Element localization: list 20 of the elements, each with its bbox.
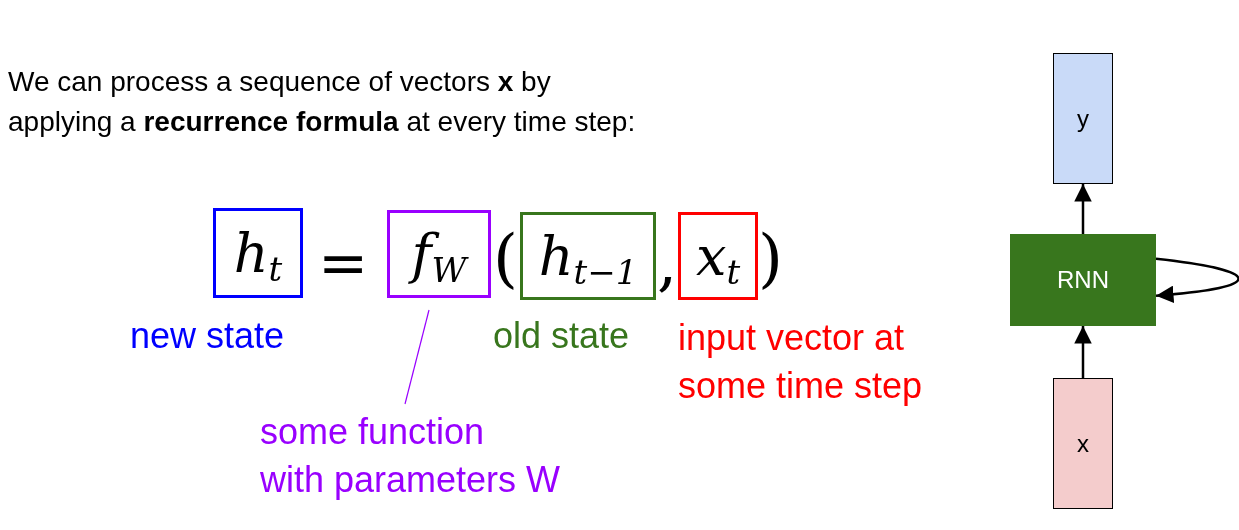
term-caption: old state — [493, 314, 630, 358]
formula-symbol: ) — [758, 220, 783, 297]
formula-term-box: h$_{t−1}$ — [520, 212, 656, 300]
rnn-box: RNN — [1010, 234, 1156, 326]
formula-symbol: = — [318, 226, 369, 299]
formula-symbol: , — [657, 224, 678, 301]
arrow — [1074, 184, 1092, 234]
output-box: y — [1053, 53, 1113, 184]
annotation-text: some function with parameters W — [260, 408, 640, 504]
input-box: x — [1053, 378, 1113, 509]
formula-symbol: ( — [493, 220, 518, 297]
formula-term-box: h$_{t}$ — [213, 208, 303, 298]
leader-line — [404, 309, 430, 405]
term-caption: new state — [130, 314, 285, 358]
formula-term-box: f$_{W}$ — [387, 210, 491, 298]
arrow — [1074, 326, 1092, 378]
loop-arrow — [1155, 257, 1239, 303]
intro-text: We can process a sequence of vectors x by applying a recurrence formula at every time step: — [8, 65, 637, 139]
formula-term-box: x$_{t}$ — [678, 212, 758, 300]
term-caption: input vector at some time step — [678, 316, 923, 408]
